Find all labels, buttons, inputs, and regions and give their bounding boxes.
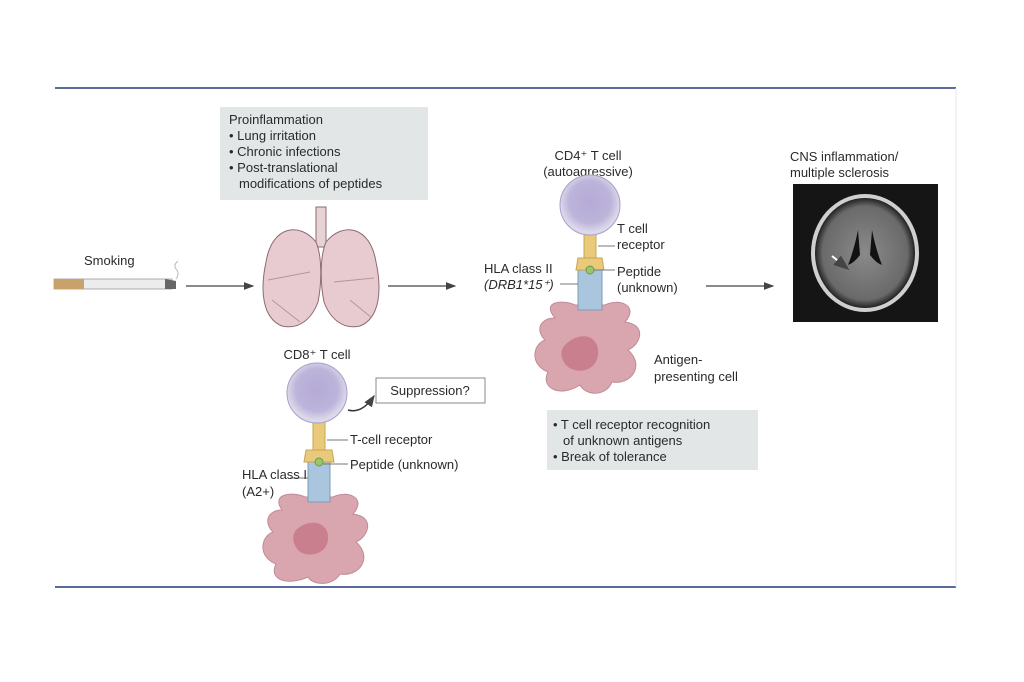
cd8-title: CD8⁺ T cell: [283, 347, 350, 362]
cd8-tcr-label: T-cell receptor: [350, 432, 433, 447]
suppression-box: Suppression?: [375, 377, 486, 404]
mri-brain-image: [793, 184, 938, 322]
cd4-peptide-label: Peptide: [617, 264, 661, 279]
recognition-box: • T cell receptor recognition of unknown…: [547, 410, 758, 470]
proinflammation-item: • Chronic infections: [229, 144, 341, 159]
apc-label: Antigen-: [654, 352, 702, 367]
recognition-item: of unknown antigens: [563, 433, 683, 448]
cd4-subtitle: (autoagressive): [543, 164, 633, 179]
cd4-peptide-label: (unknown): [617, 280, 678, 295]
suppression-label: Suppression?: [390, 383, 470, 398]
lungs-icon: [262, 206, 380, 328]
cd4-tcr-label: receptor: [617, 237, 665, 252]
cd4-title: CD4⁺ T cell: [554, 148, 621, 163]
proinflammation-title: Proinflammation: [229, 112, 323, 127]
suppression-arrow: [347, 394, 375, 412]
cd4-hla-allele: (DRB1*15⁺): [484, 277, 554, 292]
cns-title: multiple sclerosis: [790, 165, 889, 180]
cd4-tcr-label: T cell: [617, 221, 648, 236]
apc-label: presenting cell: [654, 369, 738, 384]
cns-title: CNS inflammation/: [790, 149, 899, 164]
cigarette-icon: [53, 260, 179, 290]
cd4-hla-label: HLA class II: [484, 261, 553, 276]
recognition-item: • Break of tolerance: [553, 449, 667, 464]
cd4-interaction: [534, 174, 641, 394]
cd8-interaction: [262, 362, 369, 584]
cd8-hla-label: HLA class I: [242, 467, 307, 482]
proinflammation-item: modifications of peptides: [239, 176, 383, 191]
proinflammation-item: • Lung irritation: [229, 128, 316, 143]
proinflammation-box: Proinflammation • Lung irritation • Chro…: [220, 107, 428, 200]
proinflammation-item: • Post-translational: [229, 160, 338, 175]
recognition-item: • T cell receptor recognition: [553, 417, 710, 432]
cd8-peptide-label: Peptide (unknown): [350, 457, 458, 472]
cd8-hla-allele: (A2+): [242, 484, 274, 499]
smoking-label: Smoking: [84, 253, 135, 268]
